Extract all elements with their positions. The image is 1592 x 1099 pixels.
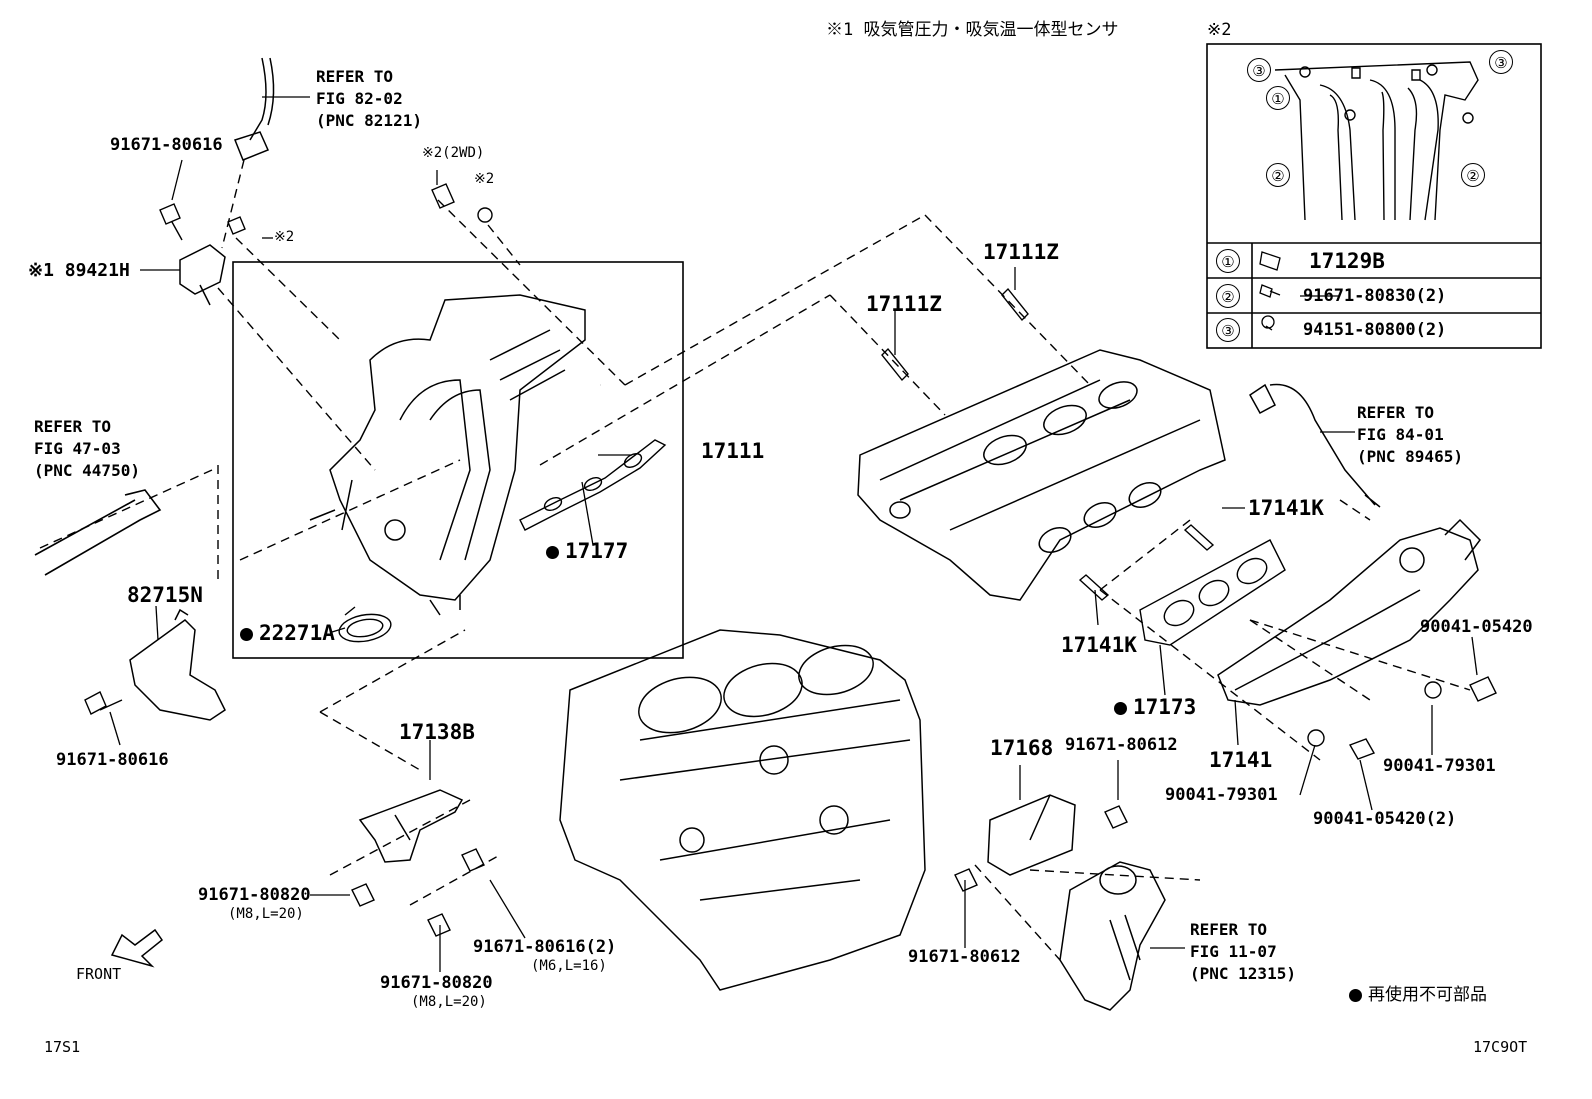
inset-header: ※2 [1207, 20, 1232, 40]
part-label[interactable]: 91671-80612 [908, 947, 1021, 967]
map-sensor [179, 244, 226, 306]
part-text: 17173 [1133, 695, 1197, 719]
legend-num: ① [1216, 249, 1240, 273]
part-label[interactable]: 90041-79301 [1165, 785, 1278, 805]
callout-3: ③ [1247, 58, 1271, 82]
legend-num: ② [1216, 284, 1240, 308]
part-label[interactable]: 17138B [399, 720, 475, 744]
refer-to-fig-82-02[interactable]: REFER TO FIG 82-02 (PNC 82121) [316, 67, 422, 130]
exhaust-manifold [1217, 518, 1481, 706]
reuse-dot-icon [1114, 701, 1127, 715]
part-label[interactable]: 90041-79301 [1383, 756, 1496, 776]
part-label[interactable]: 17111 [701, 439, 765, 463]
note-label: ※2(2WD) [422, 145, 485, 161]
reuse-dot-icon [1349, 988, 1362, 1002]
legend-row: ① [1216, 249, 1240, 273]
part-label[interactable]: 17141 [1209, 748, 1273, 772]
part-label[interactable]: 22271A [240, 623, 335, 644]
legend-num: ③ [1216, 318, 1240, 342]
intake-manifold-group-box [232, 261, 684, 659]
callout-2: ② [1266, 163, 1290, 187]
callout-3: ③ [1489, 50, 1513, 74]
intake-manifold [309, 294, 586, 616]
part-label[interactable]: 17177 [546, 541, 628, 562]
part-label[interactable]: 17168 [990, 736, 1054, 760]
page-code-right: 17C9OT [1473, 1038, 1528, 1056]
reuse-legend-text: 再使用不可部品 [1368, 985, 1487, 1005]
part-spec: (M8,L=20) [228, 906, 304, 922]
part-text: 22271A [259, 621, 335, 645]
front-arrow-icon [110, 928, 164, 968]
refer-to-fig-11-07[interactable]: REFER TO FIG 11-07 (PNC 12315) [1190, 920, 1296, 983]
cylinder-head [857, 349, 1226, 601]
part-label[interactable]: 17111Z [983, 240, 1059, 264]
note-label: ※2 [474, 171, 495, 187]
cylinder-block [559, 629, 926, 991]
part-label[interactable]: 91671-80616 [56, 750, 169, 770]
part-label[interactable]: 17141K [1248, 496, 1324, 520]
inset-flange-sketch [1274, 61, 1479, 221]
callout-2: ② [1461, 163, 1485, 187]
part-label[interactable]: 91671-80616 [110, 135, 223, 155]
part-label[interactable]: 17141K [1061, 633, 1137, 657]
sensor-note: ※1 吸気管圧力・吸気温一体型センサ [826, 20, 1119, 40]
refer-to-fig-84-01[interactable]: REFER TO FIG 84-01 (PNC 89465) [1357, 403, 1463, 466]
part-text: 17177 [565, 539, 629, 563]
insulator-17168 [987, 794, 1076, 876]
note-label: ※2 [274, 229, 295, 245]
gasket-17173 [1139, 539, 1286, 646]
part-label[interactable]: 82715N [127, 583, 203, 607]
engine-mount-bracket [1059, 861, 1166, 1011]
legend-row: ③ [1216, 318, 1240, 342]
part-label[interactable]: 91671-80612 [1065, 735, 1178, 755]
part-label[interactable]: 91671-80616(2) [473, 937, 617, 957]
part-label[interactable]: 17173 [1114, 697, 1196, 718]
part-label[interactable]: 90041-05420(2) [1313, 809, 1457, 829]
part-label[interactable]: 91671-80820 [380, 973, 493, 993]
legend-icons [1259, 251, 1281, 331]
refer-to-fig-47-03[interactable]: REFER TO FIG 47-03 (PNC 44750) [34, 417, 140, 480]
detail-inset-box [1206, 43, 1542, 349]
legend-part[interactable]: 17129B [1309, 249, 1385, 273]
reuse-legend: 再使用不可部品 [1349, 987, 1487, 1004]
bracket-82715n [129, 608, 226, 721]
part-spec: (M6,L=16) [531, 958, 607, 974]
bracket-17138b [358, 789, 464, 863]
reuse-dot-icon [546, 545, 559, 559]
callout-1: ① [1266, 86, 1290, 110]
part-label[interactable]: 90041-05420 [1420, 617, 1533, 637]
part-label[interactable]: 17111Z [866, 292, 942, 316]
harness-wire [249, 57, 267, 141]
part-label[interactable]: 91671-80820 [198, 885, 311, 905]
legend-part[interactable]: 94151-80800(2) [1303, 320, 1447, 340]
part-spec: (M8,L=20) [411, 994, 487, 1010]
legend-part[interactable]: 91671-80830(2) [1303, 286, 1447, 306]
gasket-17177 [519, 439, 667, 531]
legend-row: ② [1216, 284, 1240, 308]
front-label: FRONT [76, 965, 122, 983]
reuse-dot-icon [240, 627, 253, 641]
part-label[interactable]: ※1 89421H [28, 260, 130, 281]
page-code-left: 17S1 [44, 1038, 81, 1056]
o2-sensor [1249, 383, 1381, 508]
gasket-22271a [338, 606, 392, 643]
hose [34, 489, 162, 576]
